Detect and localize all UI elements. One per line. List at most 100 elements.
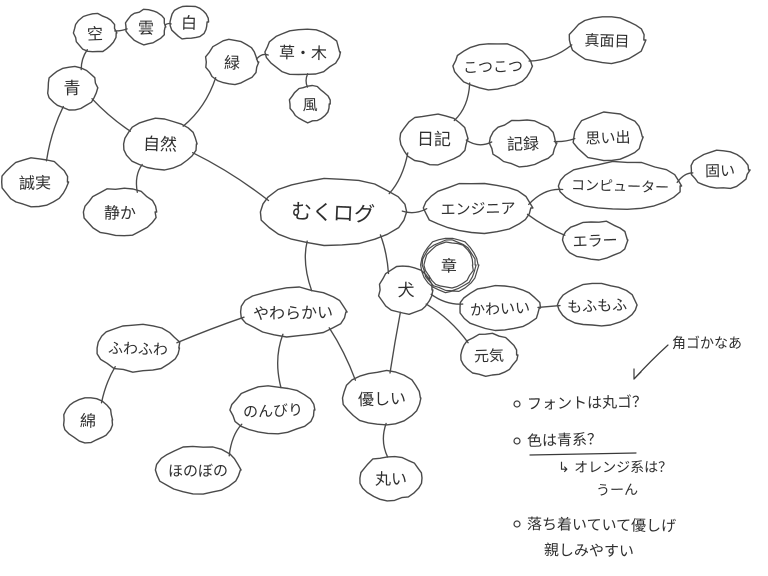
node-outline <box>488 119 558 168</box>
mindmap-node[interactable]: もふもふ <box>556 282 638 327</box>
node-outline <box>460 332 519 377</box>
node-outline <box>229 385 316 435</box>
node-outline-emphasis <box>423 241 474 289</box>
mindmap-edge <box>192 152 270 202</box>
node-outline <box>422 182 534 235</box>
node-layer: むくログ 自然 青 空雲白誠実静か 緑 草・木風日記 こつこつ真面目記録 思い出エンジニア コン… <box>1 5 751 502</box>
node-label: エンジニア <box>440 199 515 218</box>
mindmap-node[interactable]: 風 <box>288 84 331 124</box>
mindmap-node[interactable]: 犬 <box>377 265 434 315</box>
mindmap-node[interactable]: 記録 <box>488 119 558 168</box>
node-outline <box>459 284 542 332</box>
mindmap-node[interactable]: コンピューター <box>557 160 683 210</box>
mindmap-edge <box>228 423 243 457</box>
mindmap-edge <box>255 53 269 60</box>
note-arrow-label: 角ゴかなあ <box>672 335 742 352</box>
node-outline <box>1 157 70 208</box>
node-outline <box>264 28 342 76</box>
node-label: 静か <box>104 203 136 222</box>
node-outline <box>96 323 181 373</box>
mindmap-node[interactable]: 青 <box>47 65 99 111</box>
node-outline <box>359 455 423 502</box>
mindmap-node[interactable]: のんびり <box>229 385 316 435</box>
node-label: 思い出 <box>585 128 630 147</box>
mindmap-node[interactable]: こつこつ <box>452 43 534 91</box>
mindmap-node[interactable]: 静か <box>82 187 158 237</box>
node-outline <box>239 286 348 338</box>
mindmap-node[interactable]: エラー <box>561 220 629 261</box>
mindmap-node[interactable]: ふわふわ <box>96 323 181 373</box>
node-label: 青 <box>63 79 80 99</box>
mindmap-node[interactable]: 丸い <box>359 455 423 502</box>
mindmap-node[interactable]: 固い <box>690 149 751 190</box>
node-label: 白 <box>181 13 197 32</box>
mindmap-node[interactable]: 真面目 <box>568 16 647 65</box>
mindmap-node[interactable]: 白 <box>169 5 210 40</box>
mindmap-node[interactable]: 雲 <box>124 8 167 46</box>
node-outline <box>154 445 242 495</box>
mindmap-edge <box>676 172 694 184</box>
node-label: 犬 <box>397 281 414 301</box>
node-outline <box>561 220 629 261</box>
node-outline <box>572 111 644 162</box>
node-label: 緑 <box>224 53 240 72</box>
node-label: 記録 <box>507 134 539 154</box>
node-label: のんびり <box>243 401 304 421</box>
node-outline <box>82 187 158 237</box>
node-outline <box>204 38 260 86</box>
mindmap-edge <box>100 366 116 404</box>
mindmap-node[interactable]: 緑 <box>204 38 260 86</box>
mindmap-node[interactable]: 元気 <box>460 332 519 377</box>
node-outline-emphasis <box>420 237 480 294</box>
node-label: ほのぼの <box>168 462 228 480</box>
mindmap-edge <box>528 44 573 62</box>
node-label: 誠実 <box>19 173 51 193</box>
node-outline <box>47 65 99 111</box>
mindmap-node[interactable]: やわらかい <box>239 286 348 338</box>
note-line: ↳ オレンジ系は？ <box>558 460 672 476</box>
mindmap-edge <box>465 139 493 146</box>
node-label: 空 <box>87 24 104 44</box>
note-bullet <box>513 400 521 408</box>
mindmap-edge <box>80 49 88 71</box>
note-line: 親しみやすい <box>544 541 634 560</box>
mindmap-edge <box>277 333 284 389</box>
node-label: 丸い <box>375 469 407 488</box>
mindmap-node[interactable]: むくログ <box>259 177 408 247</box>
mindmap-edge <box>553 137 576 143</box>
node-label: 綿 <box>80 411 97 430</box>
mindmap-node[interactable]: 草・木 <box>264 28 342 76</box>
mindmap-edge <box>45 105 64 162</box>
node-outline <box>124 8 167 46</box>
node-outline <box>452 43 534 91</box>
node-label: ふわふわ <box>108 339 169 359</box>
node-label: 草・木 <box>279 43 327 63</box>
node-outline <box>557 160 683 210</box>
mindmap-node[interactable]: 空 <box>72 12 118 53</box>
mindmap-edge <box>91 98 131 132</box>
mindmap-edge <box>388 152 409 195</box>
node-label: コンピューター <box>571 178 669 197</box>
node-outline <box>690 149 751 190</box>
mindmap-edge <box>114 28 128 32</box>
mindmap-node[interactable]: 章 <box>420 237 480 294</box>
mindmap-node[interactable]: エンジニア <box>422 182 534 235</box>
mindmap-node[interactable]: 自然 <box>122 117 198 171</box>
mindmap-node[interactable]: かわいい <box>459 284 542 332</box>
node-label: 風 <box>302 96 317 114</box>
mindmap-node[interactable]: ほのぼの <box>154 445 242 495</box>
mindmap-node[interactable]: 優しい <box>341 369 422 426</box>
mindmap-node[interactable]: 綿 <box>62 397 114 444</box>
note-bullet <box>513 437 521 445</box>
mindmap-edge <box>135 163 143 193</box>
node-outline <box>62 397 114 444</box>
mindmap-node[interactable]: 日記 <box>399 113 469 166</box>
mindmap-edge <box>425 303 469 344</box>
mindmap-edge <box>537 304 561 309</box>
mindmap-node[interactable]: 誠実 <box>1 157 70 208</box>
mindmap-edge <box>182 77 217 127</box>
mindmap-node[interactable]: 思い出 <box>572 111 644 162</box>
node-outline <box>288 84 331 124</box>
node-label: 章 <box>441 256 458 275</box>
mindmap-edge <box>430 293 464 305</box>
